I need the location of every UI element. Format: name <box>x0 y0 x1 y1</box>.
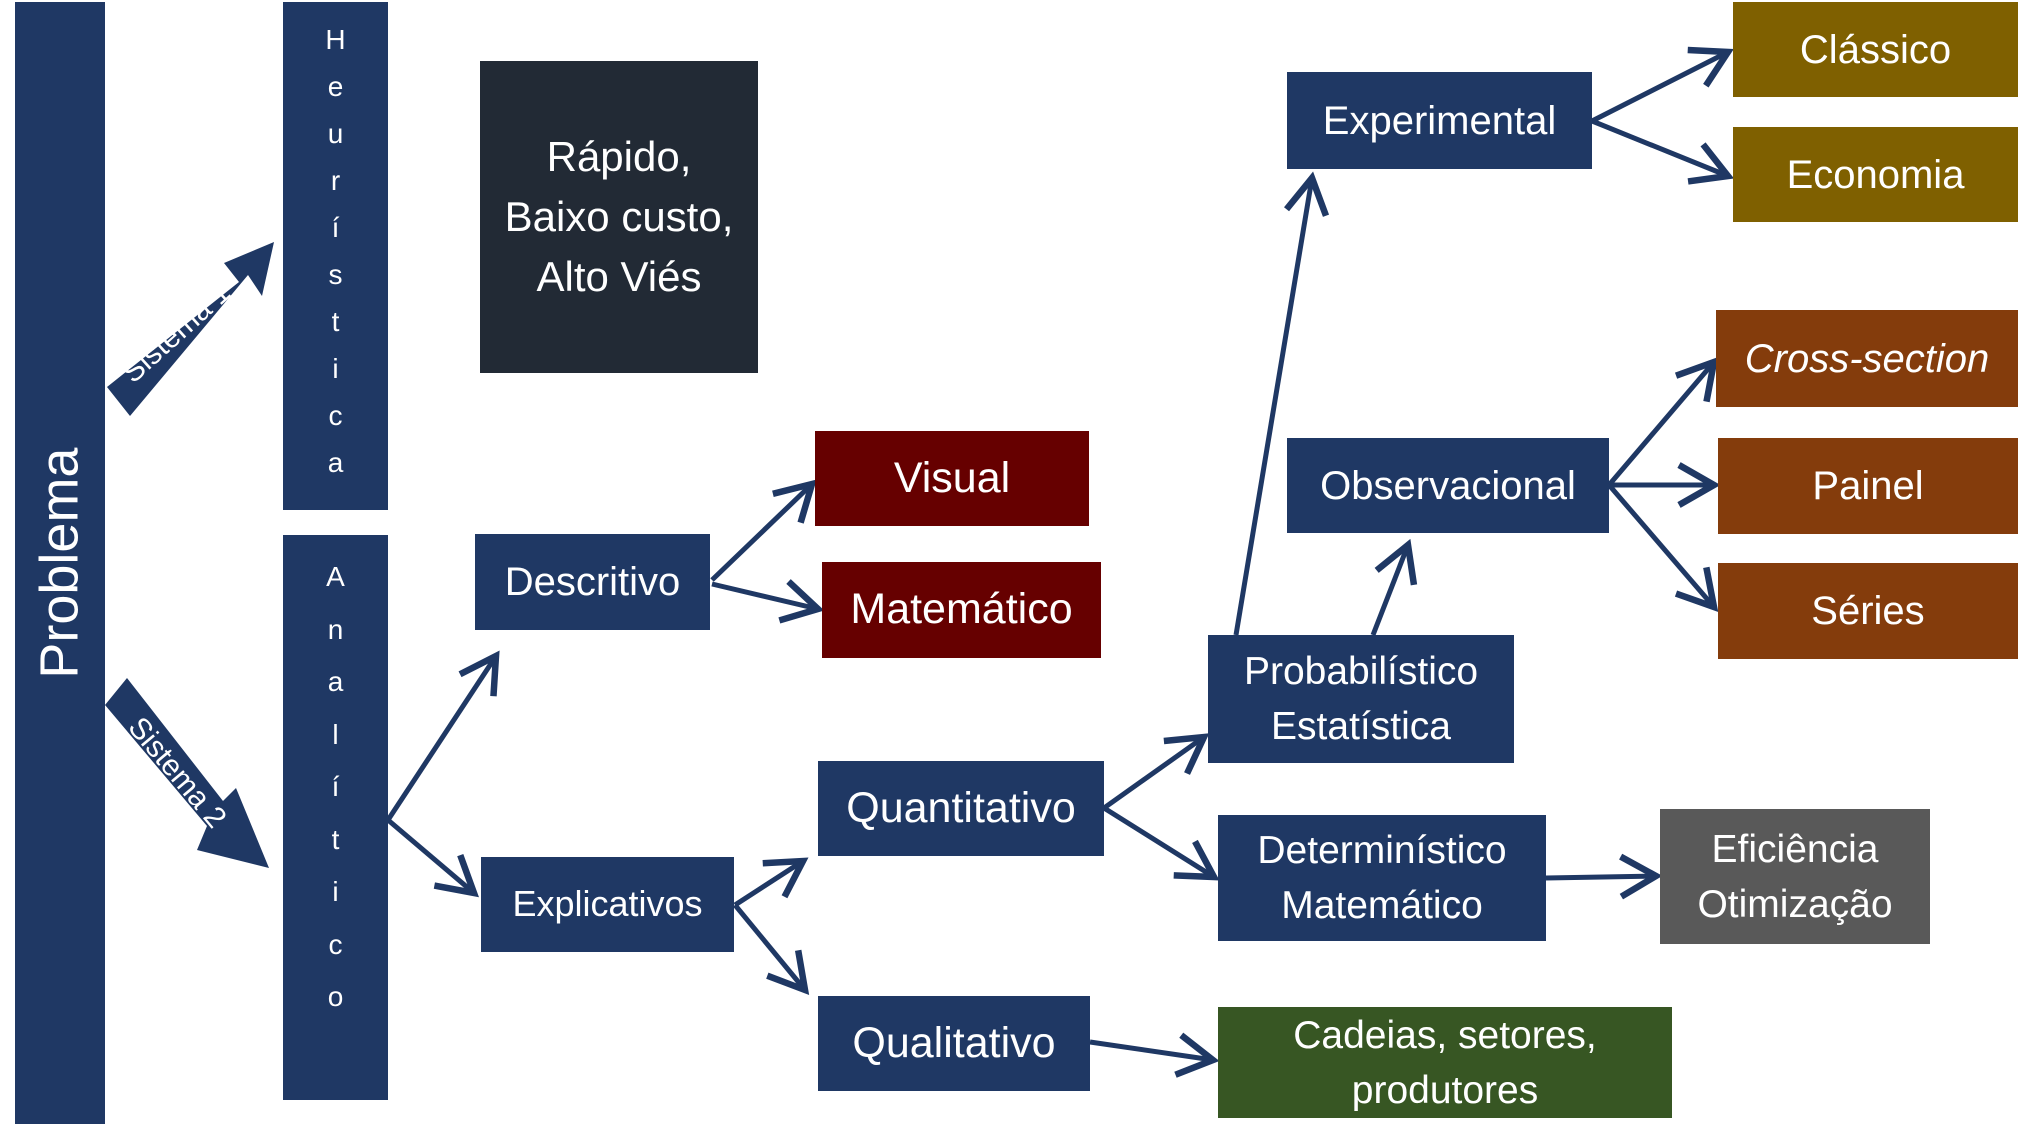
arrow-experimental-economia <box>1591 118 1735 185</box>
cadeias-box: Cadeias, setores, produtores <box>1218 1007 1672 1118</box>
arrow-probabilistico-experimental <box>1233 171 1330 636</box>
arrow-observacional-series <box>1607 483 1719 612</box>
cross-section-box: Cross-section <box>1716 310 2018 407</box>
cross-section-label: Cross-section <box>1744 336 1990 381</box>
eficiencia-label: Eficiência Otimização <box>1697 827 1893 926</box>
arrow-quantitativo-probabilistico <box>1102 733 1210 811</box>
arrow-observacional-cross-section <box>1607 357 1719 487</box>
quantitativo-label: Quantitativo <box>846 783 1076 832</box>
descritivo-label: Descritivo <box>504 560 681 604</box>
deterministico-box: Determinístico Matemático <box>1218 815 1546 941</box>
painel-box: Painel <box>1718 438 2018 534</box>
arrow-qualitativo-cadeias <box>1089 1032 1220 1078</box>
heuristica-bar: H e u r í s t i c a <box>283 2 388 510</box>
arrow-quantitativo-deterministico <box>1102 805 1220 881</box>
qualitativo-label: Qualitativo <box>852 1018 1056 1067</box>
qualitativo-box: Qualitativo <box>818 996 1090 1091</box>
eficiencia-box: Eficiência Otimização <box>1660 809 1930 944</box>
probabilistico-label: Probabilístico Estatística <box>1243 650 1479 748</box>
experimental-box: Experimental <box>1287 72 1592 169</box>
matematico-label: Matemático <box>850 585 1073 634</box>
arrow-experimental-classico <box>1590 46 1734 124</box>
arrow-analitico-descritivo <box>385 650 500 822</box>
series-box: Séries <box>1718 563 2018 659</box>
sistema2-arrow <box>105 678 269 868</box>
sistema1-arrow <box>107 242 274 416</box>
painel-label: Painel <box>1812 464 1924 508</box>
explicativos-label: Explicativos <box>512 883 703 925</box>
experimental-label: Experimental <box>1322 98 1557 143</box>
arrow-probabilistico-observacional <box>1370 538 1418 636</box>
heuristica-label: H e u r í s t i c a <box>325 24 346 478</box>
arrow-explicativos-quantitativo <box>733 857 809 908</box>
deterministico-label: Determinístico Matemático <box>1257 829 1507 927</box>
cadeias-label: Cadeias, setores, produtores <box>1293 1013 1597 1112</box>
arrow-analitico-explicativos <box>386 818 479 898</box>
quantitativo-box: Quantitativo <box>818 761 1104 856</box>
economia-label: Economia <box>1786 152 1965 197</box>
analitico-bar: A n a l í t i c o <box>283 535 388 1100</box>
explicativos-box: Explicativos <box>481 857 734 952</box>
arrow-descritivo-visual <box>710 479 817 582</box>
observacional-box: Observacional <box>1287 438 1609 533</box>
problema-bar: Problema <box>15 2 105 1124</box>
classico-box: Clássico <box>1733 2 2018 97</box>
probabilistico-box: Probabilístico Estatística <box>1208 635 1514 763</box>
rapido-label: Rápido, Baixo custo, Alto Viés <box>504 133 734 300</box>
arrow-deterministico-eficiencia <box>1545 853 1663 900</box>
classico-label: Clássico <box>1799 27 1952 72</box>
matematico-box: Matemático <box>822 562 1101 658</box>
economia-box: Economia <box>1733 127 2018 222</box>
visual-label: Visual <box>893 453 1011 502</box>
rapido-box: Rápido, Baixo custo, Alto Viés <box>480 61 758 373</box>
arrow-descritivo-matematico <box>711 579 825 624</box>
arrow-explicativos-qualitativo <box>733 903 810 996</box>
analitico-label: A n a l í t i c o <box>326 561 345 1012</box>
descritivo-box: Descritivo <box>475 534 710 630</box>
visual-box: Visual <box>815 431 1089 526</box>
problema-label: Problema <box>29 447 90 679</box>
observacional-label: Observacional <box>1320 463 1576 508</box>
series-label: Séries <box>1811 589 1925 633</box>
